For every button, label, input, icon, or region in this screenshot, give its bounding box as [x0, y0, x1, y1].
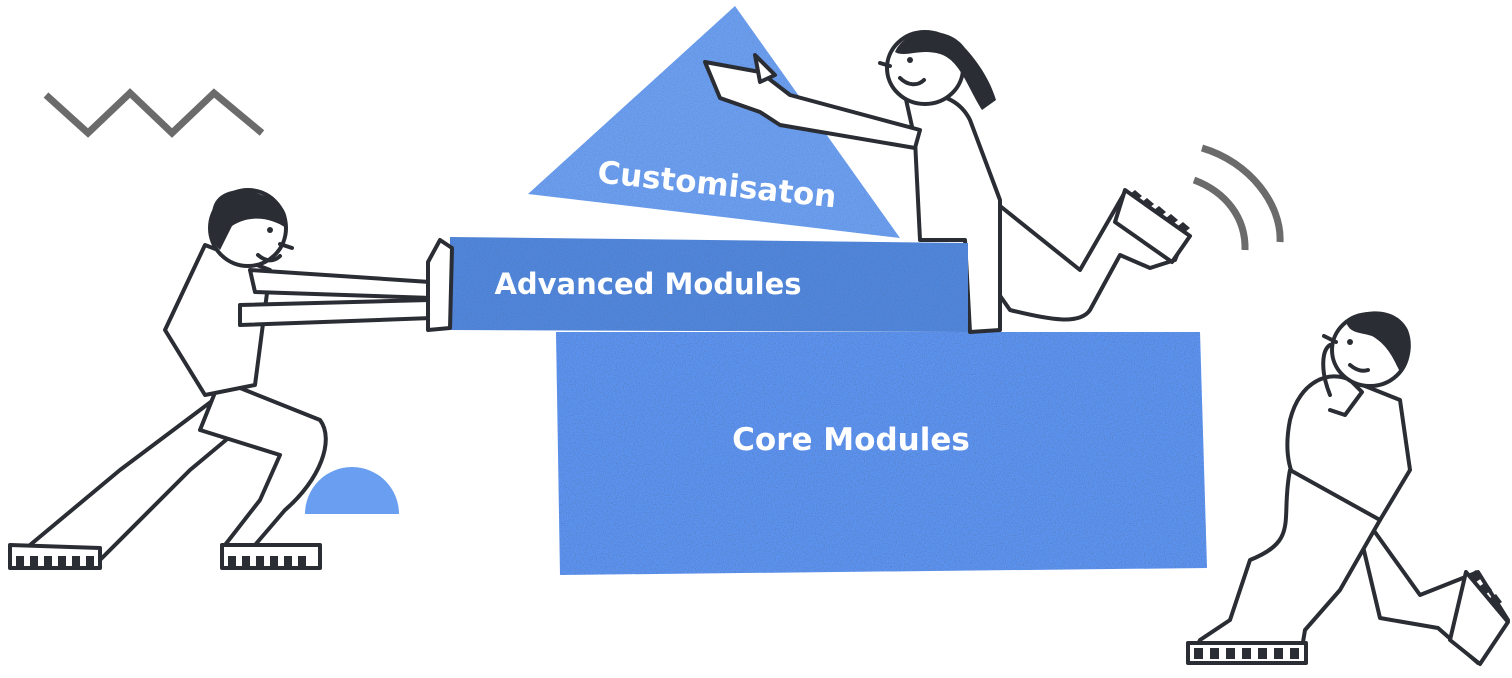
core-modules-label: Core Modules [732, 422, 970, 458]
zigzag-decoration [43, 88, 265, 138]
pushing-person-figure [8, 188, 454, 570]
thinking-person-figure [1186, 311, 1510, 666]
sound-waves-decoration [1192, 144, 1284, 251]
advanced-modules-block: Advanced Modules [450, 237, 968, 332]
core-modules-block: Core Modules [556, 332, 1207, 575]
advanced-modules-label: Advanced Modules [494, 267, 801, 301]
lifting-person-figure [703, 30, 1192, 334]
customisation-block: Customisaton [528, 6, 900, 238]
half-circle-shape [305, 467, 399, 514]
